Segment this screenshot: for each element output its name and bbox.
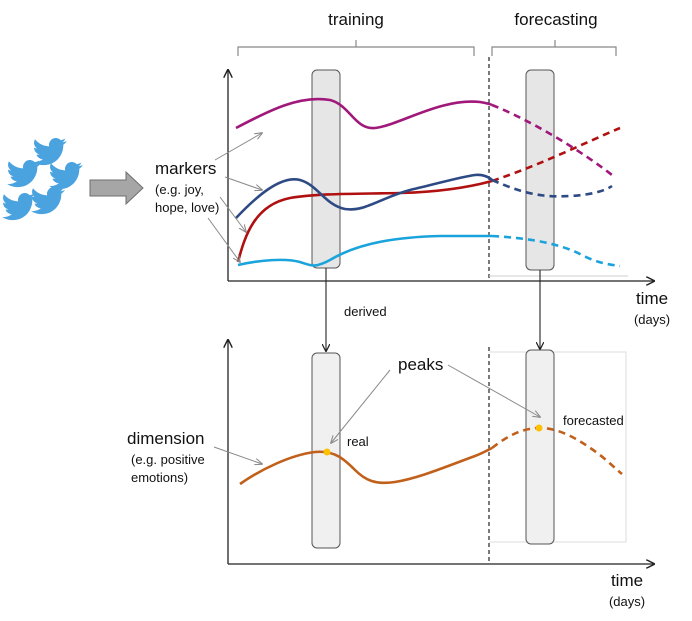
dimension-title: dimension	[127, 429, 205, 448]
twitter-birds-icon	[2, 138, 83, 221]
red-marker-forecast	[491, 126, 621, 183]
magenta-marker-forecast	[491, 103, 613, 177]
markers-example-line1: (e.g. joy,	[155, 182, 204, 197]
derived-label: derived	[344, 304, 387, 319]
bottom-time-unit: (days)	[609, 594, 645, 609]
cyan-marker-curve	[237, 234, 492, 267]
bottom-forecast-window	[525, 349, 555, 545]
forecast-peak-point	[535, 424, 543, 432]
top-axes	[228, 70, 654, 281]
dimension-example-line2: emotions)	[131, 470, 188, 485]
real-peak-point	[323, 448, 331, 456]
magenta-marker-curve	[235, 97, 493, 130]
top-time-label: time	[636, 289, 668, 308]
navy-marker-forecast	[491, 178, 613, 198]
training-label: training	[328, 10, 384, 29]
peaks-pointers	[331, 364, 540, 443]
peaks-label: peaks	[398, 355, 443, 374]
input-arrow-icon	[89, 170, 144, 206]
dimension-forecast-curve	[491, 426, 623, 476]
bird-icon	[49, 162, 83, 190]
bird-icon	[33, 138, 67, 166]
forecasting-bracket	[491, 40, 617, 56]
markers-title: markers	[155, 159, 216, 178]
markers-pointers	[207, 133, 262, 262]
dimension-curve	[239, 446, 493, 486]
top-time-unit: (days)	[634, 312, 670, 327]
bird-icon	[7, 160, 41, 188]
cyan-marker-forecast	[491, 234, 621, 268]
bottom-time-label: time	[611, 571, 643, 590]
markers-example-line2: hope, love)	[155, 200, 219, 215]
bird-icon	[2, 193, 36, 221]
real-label: real	[347, 434, 369, 449]
navy-marker-curve	[235, 173, 493, 219]
bird-icon	[31, 187, 65, 215]
training-bracket	[237, 40, 475, 56]
dimension-pointer	[213, 446, 262, 464]
bottom-forecast-frame	[489, 351, 627, 543]
forecasting-label: forecasting	[514, 10, 597, 29]
forecasted-label: forecasted	[563, 413, 624, 428]
red-marker-curve	[236, 179, 493, 263]
dimension-example-line1: (e.g. positive	[131, 452, 205, 467]
